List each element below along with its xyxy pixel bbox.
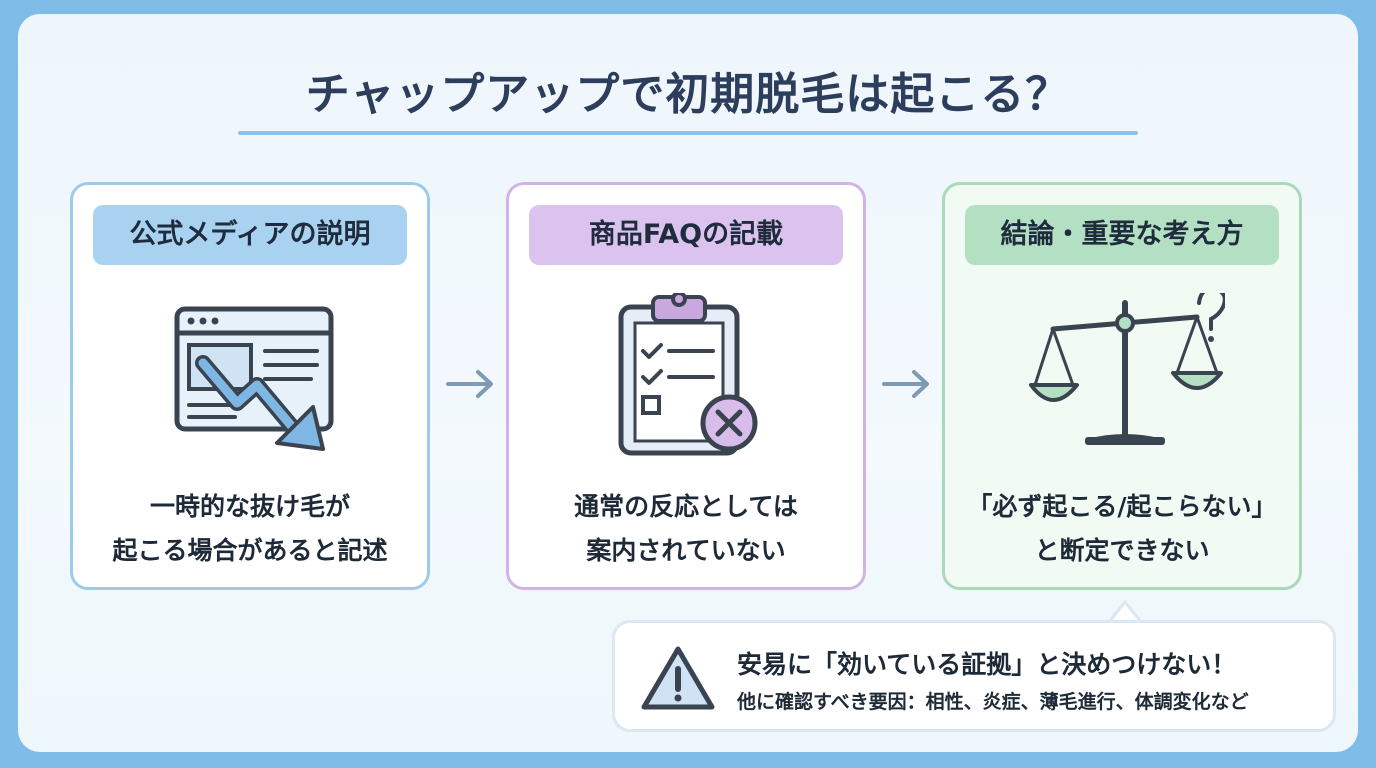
card-description: 「必ず起こる/起こらない」 と断定できない [945,485,1299,573]
warning-icon [639,643,717,713]
card-description-line: 一時的な抜け毛が [149,492,350,521]
title-underline [238,131,1138,135]
warning-callout: 安易に「効いている証拠」と決めつけない！ 他に確認すべき要因：相性、炎症、薄毛進… [612,620,1336,732]
right-arrow-icon [444,366,498,402]
scale-question-icon [1025,286,1227,463]
card-product-faq: 商品FAQの記載 通常の反応としては 案内されていない [506,182,866,590]
callout-detail: 他に確認すべき要因：相性、炎症、薄毛進行、体調変化など [737,691,1249,713]
clipboard-x-icon [589,291,789,463]
card-description-line: 「必ず起こる/起こらない」 [967,492,1277,521]
card-description-line: 起こる場合があると記述 [112,536,388,565]
card-description-line: 通常の反応としては [574,492,798,521]
card-description: 一時的な抜け毛が 起こる場合があると記述 [73,485,427,573]
card-description-line: と断定できない [1034,536,1210,565]
card-description: 通常の反応としては 案内されていない [509,485,863,573]
card-label: 結論・重要な考え方 [965,205,1279,265]
callout-heading: 安易に「効いている証拠」と決めつけない！ [737,650,1237,679]
card-official-media: 公式メディアの説明 一時的な抜け毛が 起こる場合があると記述 [70,182,430,590]
web-page-down-trend-icon [153,293,353,463]
right-arrow-icon [880,366,934,402]
card-label: 公式メディアの説明 [93,205,407,265]
card-description-line: 案内されていない [586,536,786,565]
card-label: 商品FAQの記載 [529,205,843,265]
card-conclusion: 結論・重要な考え方 「必ず起こる/起こらない」 と断定できない [942,182,1302,590]
page-title: チャップアップで初期脱毛は起こる？ [305,69,1071,120]
